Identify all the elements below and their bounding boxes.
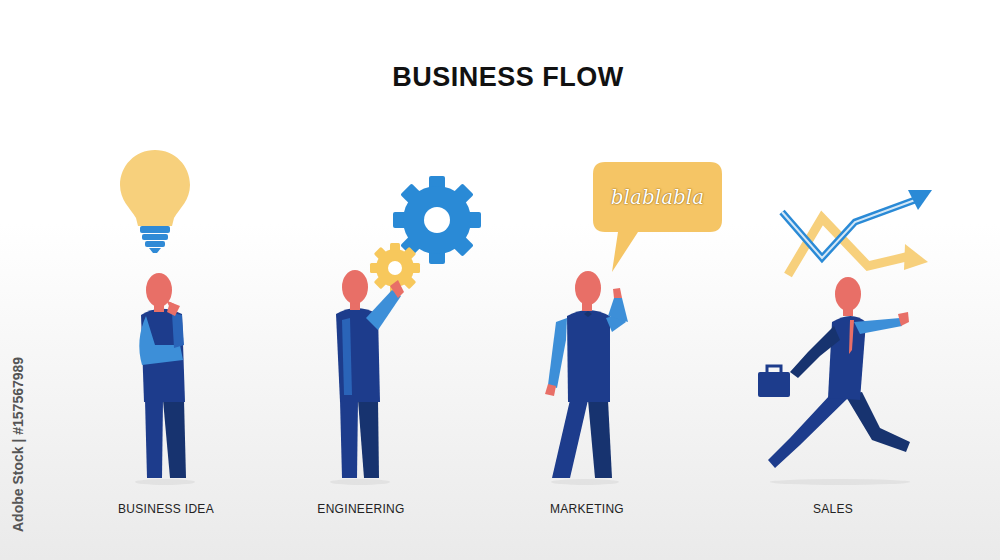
- bubble-text: blablabla: [611, 185, 704, 209]
- step-caption: BUSINESS IDEA: [118, 502, 214, 516]
- light-bulb: [120, 150, 190, 253]
- floor-shadows: [135, 479, 910, 485]
- trend-arrows: [782, 190, 932, 275]
- marketing-man: [545, 271, 628, 478]
- watermark: Adobe Stock | #157567989: [10, 357, 26, 532]
- thinking-man: [139, 273, 186, 478]
- step-caption: ENGINEERING: [317, 502, 404, 516]
- step-caption: SALES: [813, 502, 853, 516]
- speech-bubble: blablabla: [593, 162, 722, 232]
- diagram-title: BUSINESS FLOW: [392, 62, 624, 93]
- salesman-running: [758, 277, 910, 468]
- step-caption: MARKETING: [550, 502, 624, 516]
- bubble-outline: [593, 162, 722, 272]
- engineer-man: [336, 270, 404, 478]
